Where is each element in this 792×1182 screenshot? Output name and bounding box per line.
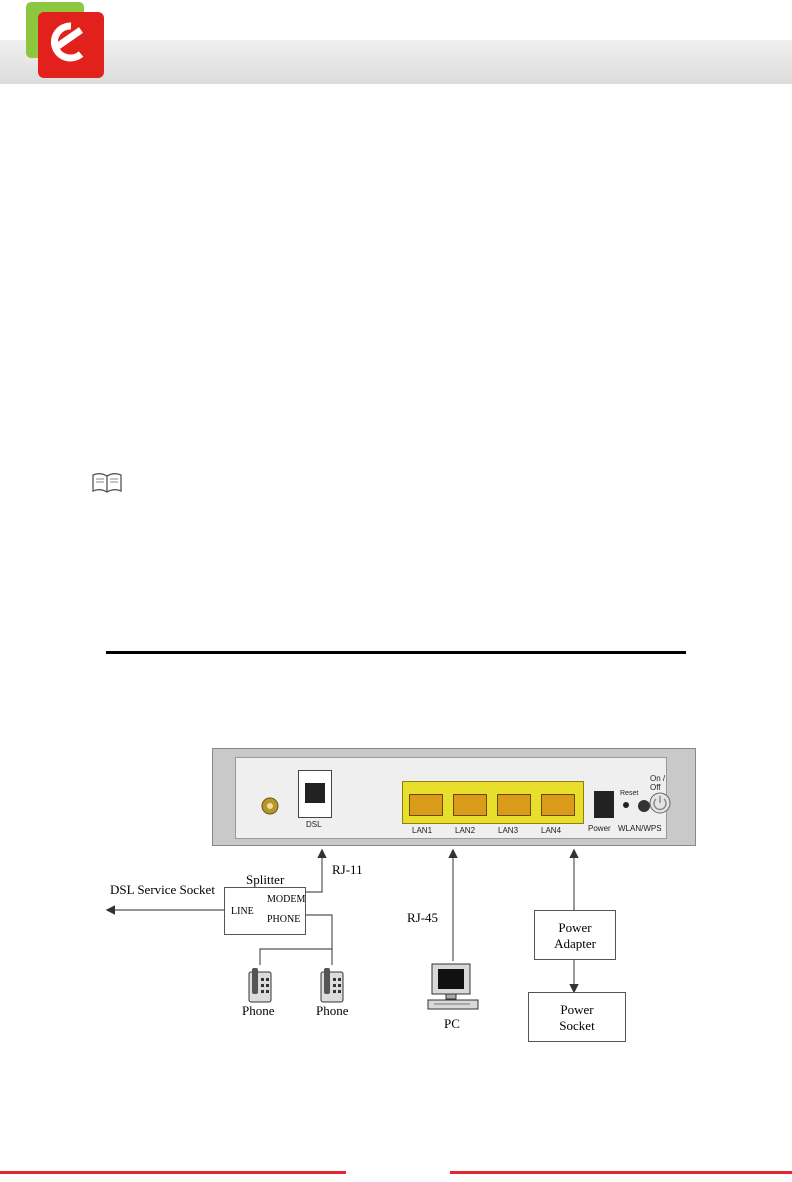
modem-port-label: MODEM [267,894,306,905]
splitter-label: Splitter [246,872,285,887]
lan4-port [541,794,575,816]
dsl-port-label: DSL [306,820,322,829]
power-adapter-box: Power Adapter [534,910,616,960]
power-socket-label-line1: Power [560,1002,594,1017]
lan4-label: LAN4 [541,826,562,835]
connection-diagram: DSL LAN1 LAN2 LAN3 LAN4 Power Reset WLAN… [96,748,696,1048]
rj45-label: RJ-45 [407,910,439,925]
rj11-label: RJ-11 [332,862,363,877]
router-port-panel: DSL LAN1 LAN2 LAN3 LAN4 Power Reset WLAN… [235,757,671,839]
power-switch-icon [649,792,671,814]
power-socket-box: Power Socket [528,992,626,1042]
router-rear-panel: DSL LAN1 LAN2 LAN3 LAN4 Power Reset WLAN… [212,748,696,846]
pc-icon [427,963,479,1010]
note-book-icon [92,473,122,493]
lan-port-block [402,781,584,824]
splitter-box: LINE MODEM PHONE [224,887,306,935]
lan2-port [453,794,487,816]
section-rule [106,651,686,654]
phone-icon [320,968,344,1003]
lan1-label: LAN1 [412,826,433,835]
reset-button [623,802,629,808]
dsl-port [298,770,332,818]
lan3-label: LAN3 [498,826,519,835]
power-adapter-label-line2: Adapter [554,936,596,951]
lan3-port [497,794,531,816]
power-jack [594,791,614,818]
phone-label-1: Phone [242,1003,275,1018]
lan1-port [409,794,443,816]
lan2-label: LAN2 [455,826,476,835]
line-port-label: LINE [231,906,254,917]
brand-logo [26,2,104,78]
power-socket-label-line2: Socket [559,1018,595,1033]
wlan-wps-label: WLAN/WPS [618,824,662,833]
connection-lines [105,848,579,994]
phone-port-label: PHONE [267,914,301,925]
power-port-label: Power [588,824,611,833]
wlan-wps-button [638,800,650,812]
footer-rule-left [0,1171,346,1174]
reset-label: Reset [620,790,639,797]
antenna-connector-icon [261,797,279,815]
phone-label-2: Phone [316,1003,349,1018]
dsl-service-socket-label: DSL Service Socket [110,882,215,897]
footer-rule-right [450,1171,792,1174]
power-adapter-label-line1: Power [558,920,592,935]
on-off-label: On / Off [650,774,666,792]
pc-label: PC [444,1016,460,1031]
phone-icon [248,968,272,1003]
page-header-band [0,40,792,84]
